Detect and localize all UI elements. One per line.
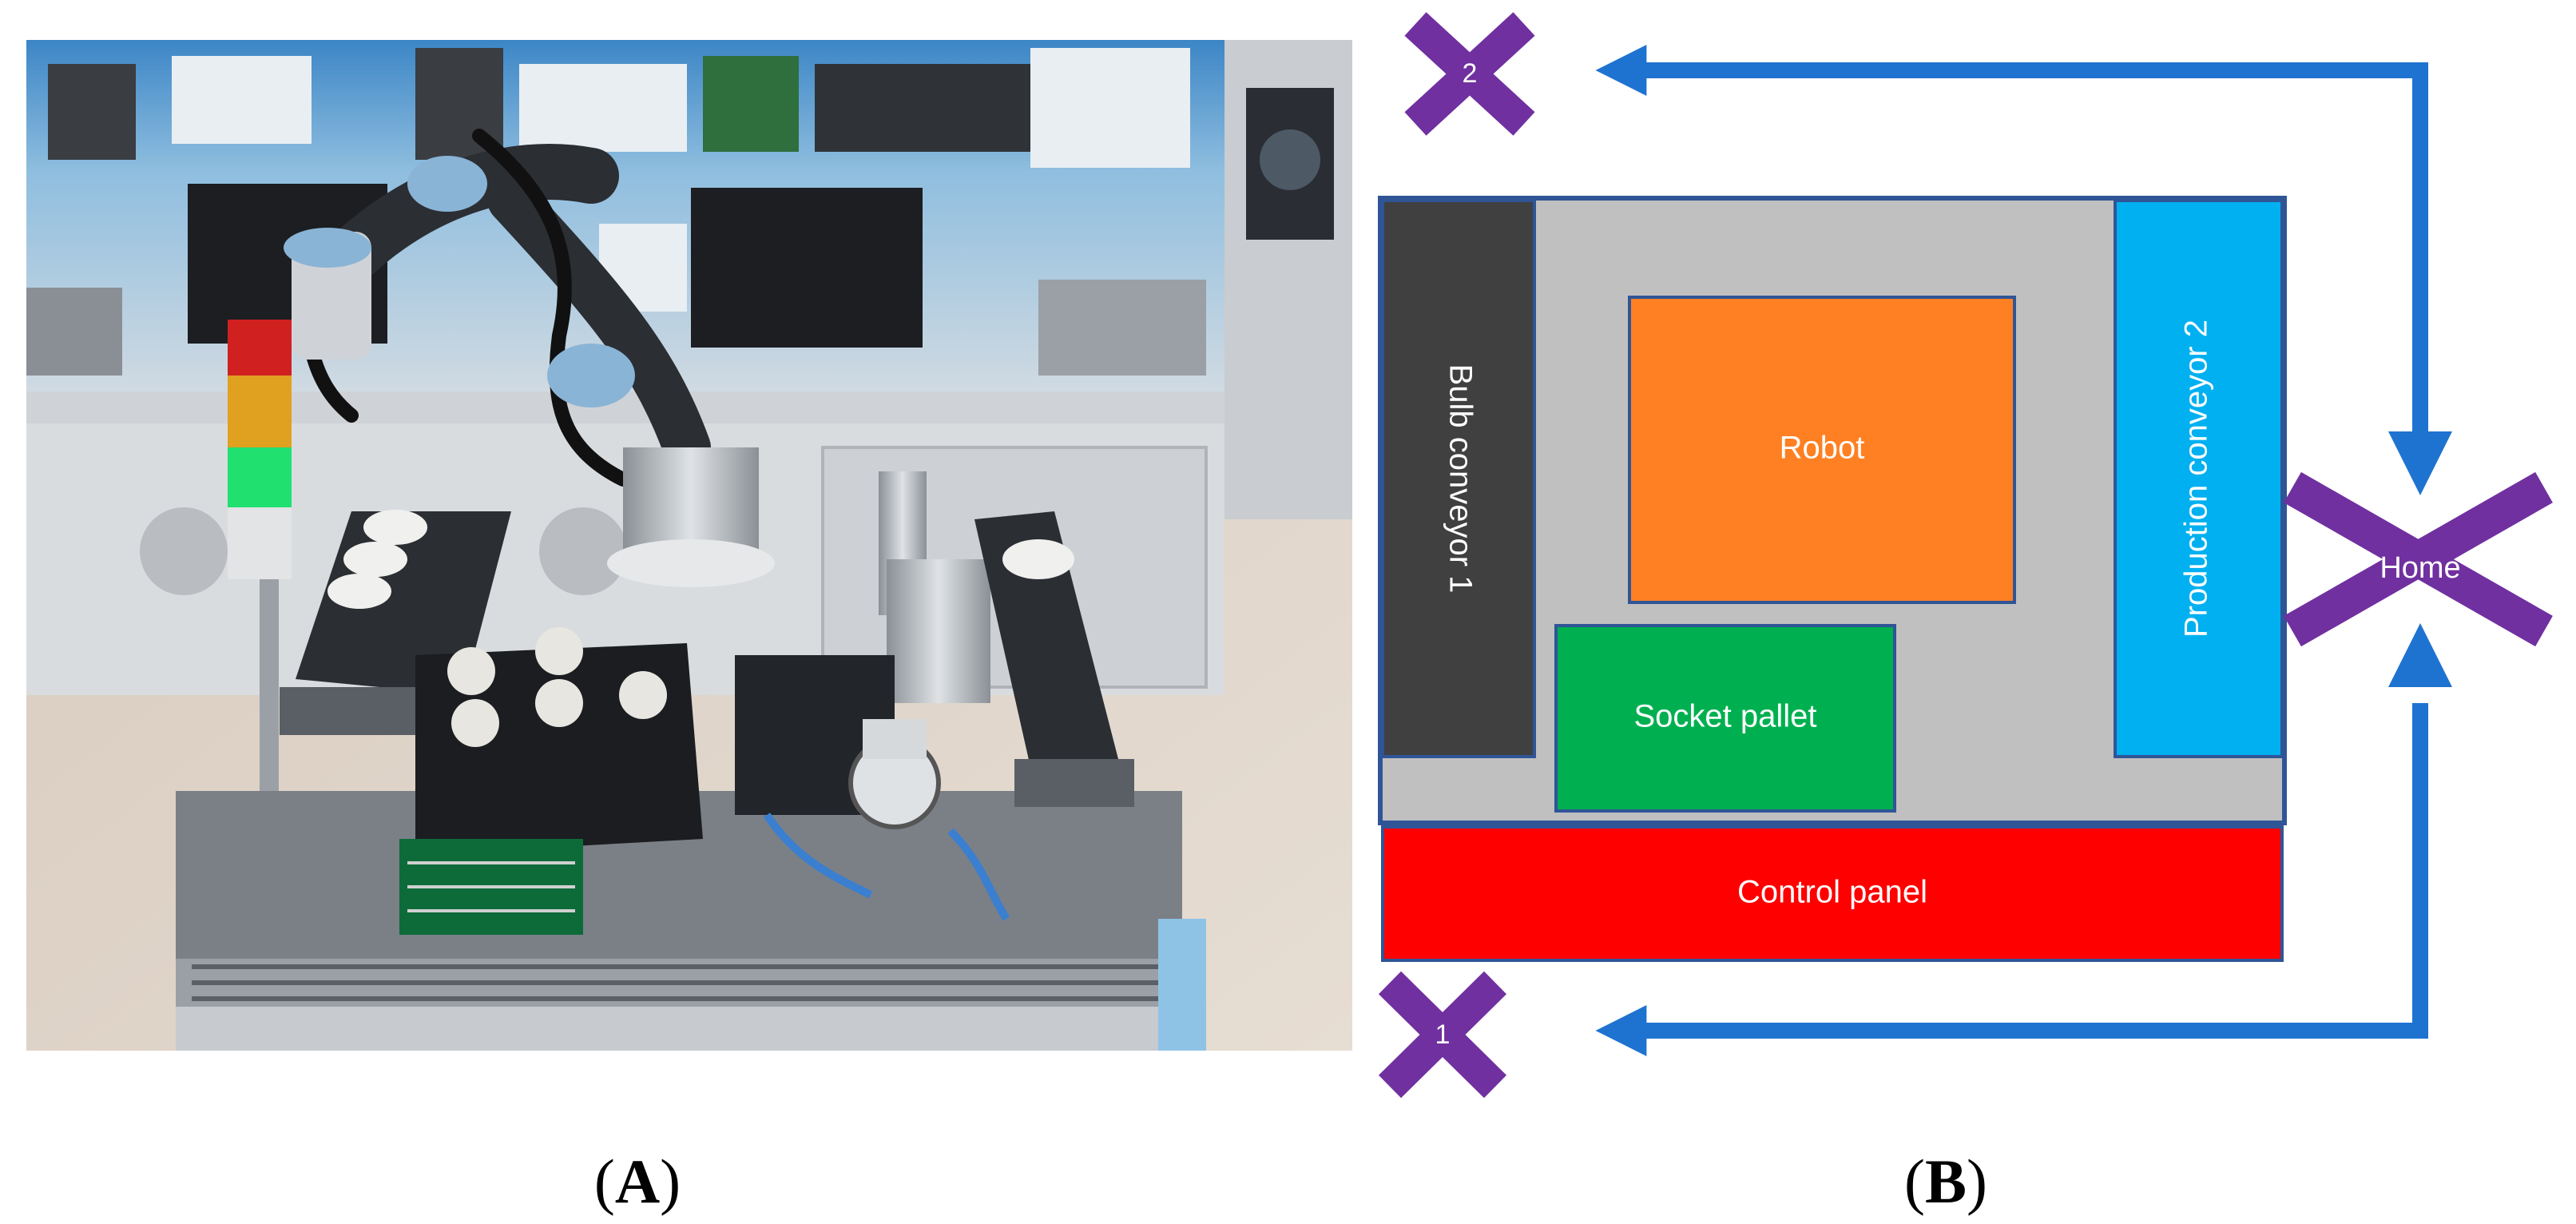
photo-press (735, 471, 990, 829)
socket-pallet: Socket pallet (1554, 624, 1896, 813)
marker-2: 2 (1404, 12, 1535, 136)
control-panel-label: Control panel (1737, 875, 1927, 910)
home-label: Home (2380, 551, 2460, 585)
marker-2-label: 2 (1463, 58, 1478, 89)
socket-pallet-label: Socket pallet (1633, 699, 1816, 734)
photo-panel (26, 40, 1352, 1051)
bulb-conveyor-label: Bulb conveyor 1 (1443, 364, 1478, 594)
marker-1: 1 (1378, 971, 1507, 1099)
layout-diagram: Bulb conveyor 1 Robot Production conveyo… (1378, 12, 2553, 1099)
arrow-into-home-top (2388, 431, 2452, 495)
control-panel: Control panel (1381, 825, 2284, 962)
home-marker: Home (2284, 471, 2553, 647)
photo-bulb-conveyor (280, 510, 511, 735)
production-conveyor: Production conveyor 2 (2114, 199, 2284, 758)
robot-label: Robot (1780, 431, 1865, 466)
monitor-right (691, 188, 923, 348)
robot-arm (284, 129, 775, 587)
path-arrows (1595, 44, 2428, 1057)
photo-socket-pallet (415, 627, 703, 855)
arrow-home-to-1 (1595, 703, 2428, 1057)
panel-a-label: (A) (594, 1147, 681, 1216)
bulb-conveyor: Bulb conveyor 1 (1381, 199, 1536, 758)
panel-b-label: (B) (1904, 1147, 1987, 1216)
robot-block: Robot (1628, 296, 2016, 604)
arrow-into-home-bottom (2388, 623, 2452, 687)
marker-1-label: 1 (1435, 1019, 1451, 1050)
photo-production-conveyor (974, 511, 1134, 807)
production-conveyor-label: Production conveyor 2 (2179, 320, 2214, 638)
